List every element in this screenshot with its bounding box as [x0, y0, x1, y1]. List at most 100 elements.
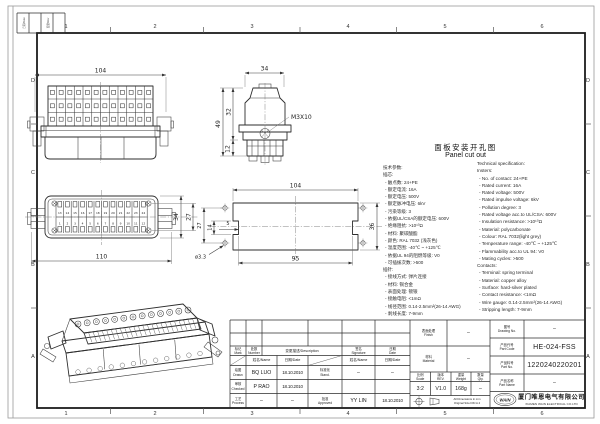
zone-top-6: 6 — [540, 23, 544, 30]
side-width-dim: 34 — [261, 66, 269, 73]
zone-ticks — [31, 27, 591, 414]
spec-line-zh: - 线径范围: 0.14-2.5mm²(26-14 AWG) — [385, 303, 461, 309]
pin-number: 14 — [66, 211, 70, 215]
zone-top-1: 1 — [64, 23, 68, 30]
front-terminal-grid — [47, 86, 154, 126]
panel-cutout-view: 104 95 36 27 14 5 ø3.3 — [195, 183, 382, 266]
spec-line-en: Contacts: — [477, 263, 497, 269]
cutout-top-width-dim: 104 — [290, 183, 302, 190]
tb-checked-date: 18.10.2010 — [282, 384, 303, 389]
spec-line-en: - Wire gauge: 0.14-2.5mm²(26-14 AWG) — [479, 299, 563, 305]
plan-inner-height-dim: 27 — [186, 213, 193, 221]
side-view: 34 49 — [215, 66, 312, 166]
spec-line-zh: - 额定电流: 16A — [385, 186, 417, 192]
spec-line-zh: - 可插拔次数: >500 — [385, 259, 424, 265]
zone-bottom-4: 4 — [346, 410, 350, 417]
pin-number: 2 — [66, 222, 68, 226]
pin-number: 5 — [89, 222, 91, 226]
tb-part-name-value: – — [553, 379, 556, 386]
spec-line-en: - Insulation resistance: >10¹⁰Ω — [479, 219, 543, 225]
spec-line-zh: - 额定电压: 500V — [385, 194, 420, 200]
pin-number: 17 — [88, 211, 92, 215]
zone-right-D: D — [586, 77, 590, 84]
pin-number: 6 — [97, 222, 99, 226]
pin-number: 21 — [119, 211, 123, 215]
spec-line-zh: 插针: — [383, 267, 394, 273]
zone-top-2: 2 — [153, 23, 157, 30]
tb-checked-name: P RAO — [253, 383, 270, 390]
spec-line-zh: 插芯: — [383, 172, 394, 178]
spec-line-zh: - 依据UL 94的阻燃等级: V0 — [385, 252, 440, 258]
tb-dimensions-note: All Dimensions in mm Original Size DIN A… — [453, 396, 481, 405]
spec-english: Technical specification: Insters:- No. of… — [477, 160, 589, 313]
tb-header-date: 日期 Date — [389, 346, 396, 355]
tb-scale-label: 比例 Scale — [416, 372, 425, 381]
zone-left-D: D — [31, 77, 35, 84]
tb-stand-date: – — [391, 369, 394, 376]
tb-approved-label: 批准 Approved — [317, 396, 333, 405]
pin-number: 8 — [112, 222, 114, 226]
projection-symbol — [413, 396, 440, 407]
spec-line-zh: - 材料: 聚碳酸酯 — [385, 230, 418, 236]
tb-sub-date: 日期/Date — [284, 358, 301, 363]
tb-weight-label: 重量 Weight — [455, 372, 467, 381]
tb-qty-label: 数量 Qty. — [477, 372, 484, 381]
tb-part-name-label: 产品名称 Part Name — [499, 378, 515, 387]
zone-left-A: A — [31, 353, 35, 360]
zone-top-5: 5 — [443, 23, 447, 30]
pin-number: 11 — [134, 222, 138, 226]
isometric-details — [74, 306, 203, 375]
spec-line-en: - Colour: RAL 7032(light grey) — [479, 233, 542, 239]
zone-right-C: C — [586, 169, 590, 176]
tb-finish-label: 表面处理 Finish — [421, 328, 436, 337]
pin-number: 12 — [142, 222, 146, 226]
cutout-hole-spacing-dim: 27 — [197, 222, 203, 228]
pin-number: 4 — [82, 222, 84, 226]
tb-drawn-date: 18.10.2010 — [282, 370, 303, 375]
tb-drawn-name: BQ LUO — [251, 369, 272, 376]
zone-bottom-2: 2 — [153, 410, 157, 417]
pin-number: 24 — [142, 211, 146, 215]
pin-number: 7 — [104, 222, 106, 226]
pin-number: 20 — [111, 211, 115, 215]
spec-line-en: - Rated voltage: 500V — [479, 190, 525, 196]
tb-part-code-label: 产品代号 Part Code — [499, 342, 515, 351]
spec-line-en: Insters: — [477, 168, 493, 174]
tb-approved-name: YY LIN — [350, 397, 367, 404]
corner-strip-date-label: 日期/Date — [22, 17, 26, 29]
tb-part-no-label: 产品料号 Part No. — [500, 360, 514, 369]
spec-line-en: - Rated current: 16A — [479, 182, 522, 188]
front-width-dim: 104 — [95, 68, 107, 75]
sheet-border: 日期/Date 变更/Rev — [7, 5, 595, 419]
pin-number: 13 — [58, 211, 62, 215]
zone-left-B: B — [31, 261, 35, 268]
pin-number: 19 — [104, 211, 108, 215]
tb-part-no-value: 1220240220201 — [527, 361, 582, 369]
spec-line-en: - Contact resistance: <1mΩ — [479, 292, 537, 298]
spec-line-en: - Rated impulse voltage: 6kV — [479, 197, 539, 203]
tb-stand-name: – — [357, 369, 360, 376]
zone-right-A: A — [586, 353, 590, 360]
cutout-mounting-holes — [220, 203, 368, 248]
zone-top-3: 3 — [250, 23, 254, 30]
spec-line-en: - Material: polycarbonate — [479, 226, 531, 232]
pin-number: 15 — [73, 211, 77, 215]
front-view: 104 — [27, 68, 174, 163]
spec-line-zh: - 材料: 铜合金 — [385, 281, 414, 287]
plan-corner-screws — [51, 200, 152, 234]
tb-scale-value: 3:2 — [416, 385, 424, 392]
tb-drawn-label: 绘图 Drawn — [233, 368, 243, 377]
tb-drawing-no-value: – — [553, 326, 556, 332]
zone-right-B: B — [586, 261, 590, 268]
tb-approved-date: 18.10.2010 — [382, 398, 403, 404]
tb-process-label: 工艺 Process — [232, 396, 244, 405]
spec-line-en: - No. of contact: 24+PE — [479, 175, 528, 181]
zone-top-4: 4 — [346, 23, 350, 30]
pin-number: 9 — [120, 222, 122, 226]
tb-stand-label: 标准化 Stand. — [320, 368, 330, 377]
spec-line-en: - Temperature range: -40℃ ~ +125℃ — [479, 241, 558, 247]
zone-bottom-5: 5 — [443, 410, 447, 417]
spec-line-en: Technical specification: — [477, 161, 525, 166]
